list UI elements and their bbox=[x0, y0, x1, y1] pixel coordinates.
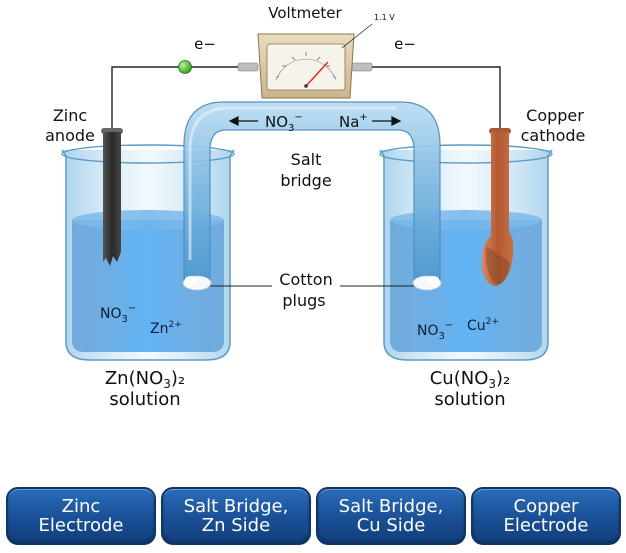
zinc-electrode-button[interactable]: Zinc Electrode bbox=[6, 487, 156, 545]
right-solution-word: solution bbox=[434, 389, 505, 410]
left-cation-label: Zn2+ bbox=[150, 320, 182, 337]
cotton-plugs-label-line1: Cotton bbox=[279, 270, 332, 289]
salt-bridge-anion-label: NO3− bbox=[265, 112, 303, 134]
salt-bridge-cu-side-button[interactable]: Salt Bridge, Cu Side bbox=[316, 487, 466, 545]
voltmeter-dial-scale bbox=[275, 52, 337, 81]
anode-label-line1: Zinc bbox=[53, 106, 87, 125]
cathode-label-line2: cathode bbox=[521, 126, 586, 145]
voltmeter bbox=[237, 33, 373, 99]
electron-marker bbox=[178, 60, 192, 74]
zinc-electrode bbox=[101, 128, 123, 266]
salt-bridge-zn-side-button-line1: Salt Bridge, bbox=[183, 496, 289, 517]
salt-bridge-label-line1: Salt bbox=[291, 150, 322, 169]
salt-bridge-cu-side-button-line2: Cu Side bbox=[356, 515, 426, 536]
navigation-button-row: Zinc Electrode Salt Bridge, Zn Side Salt… bbox=[0, 487, 626, 547]
galvanic-cell-diagram: Voltmeter 1.1 V e− e− Zinc anode Copper … bbox=[45, 4, 586, 410]
right-anion-label: NO3− bbox=[417, 320, 453, 342]
electron-label-left: e− bbox=[194, 35, 216, 53]
left-solution-formula: Zn(NO3)₂ bbox=[105, 368, 185, 391]
electron-label-right: e− bbox=[394, 35, 416, 53]
copper-electrode-button-line2: Electrode bbox=[503, 515, 589, 536]
cotton-plug-left bbox=[182, 275, 212, 291]
right-cation-label: Cu2+ bbox=[467, 317, 499, 334]
right-solution-formula: Cu(NO3)₂ bbox=[430, 368, 511, 391]
cathode-label-line1: Copper bbox=[526, 106, 584, 125]
external-circuit-wires bbox=[111, 66, 501, 128]
copper-electrode bbox=[481, 128, 514, 286]
voltmeter-title: Voltmeter bbox=[268, 4, 342, 22]
right-beaker bbox=[379, 144, 553, 361]
copper-electrode-button[interactable]: Copper Electrode bbox=[471, 487, 621, 545]
salt-bridge-zn-side-button-line2: Zn Side bbox=[201, 515, 271, 536]
salt-bridge-cu-side-button-line1: Salt Bridge, bbox=[338, 496, 444, 517]
copper-electrode-button-line1: Copper bbox=[513, 496, 579, 517]
anode-label-line2: anode bbox=[45, 126, 95, 145]
cotton-plug-right bbox=[412, 275, 442, 291]
voltmeter-reading-leader bbox=[341, 23, 373, 49]
salt-bridge-cation-label: Na+ bbox=[339, 112, 368, 131]
ion-flow-arrows bbox=[228, 116, 402, 126]
voltmeter-needle bbox=[305, 61, 329, 87]
salt-bridge-label-line2: bridge bbox=[280, 171, 331, 190]
salt-bridge-zn-side-button[interactable]: Salt Bridge, Zn Side bbox=[161, 487, 311, 545]
zinc-electrode-button-line1: Zinc bbox=[61, 496, 101, 517]
left-anion-label: NO3− bbox=[100, 303, 136, 325]
zinc-electrode-button-line2: Electrode bbox=[38, 515, 124, 536]
voltmeter-reading: 1.1 V bbox=[374, 13, 395, 22]
left-solution-word: solution bbox=[109, 389, 180, 410]
cotton-plugs-label-line2: plugs bbox=[282, 291, 325, 310]
